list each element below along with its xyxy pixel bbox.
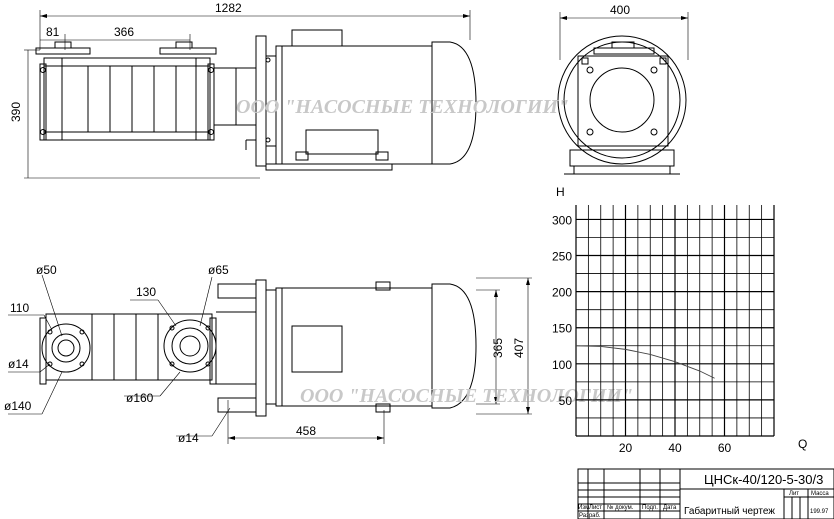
dim-flange-160: ø160	[126, 391, 154, 405]
dim-flange-offset: 81	[46, 25, 60, 39]
dim-flange-110: 110	[10, 301, 29, 315]
chart-xlabel: Q	[798, 437, 807, 451]
chart-y-ticks: 300 250 200 150 100 50	[552, 213, 572, 407]
title-razrab-label: Разраб.	[579, 513, 601, 519]
chart-x-tick-label: 40	[668, 441, 682, 455]
rev-label-izm: Изм	[578, 505, 589, 511]
chart-y-tick-label: 100	[552, 358, 572, 372]
watermark-bottom: ООО "НАСОСНЫЕ ТЕХНОЛОГИИ"	[300, 385, 633, 407]
dim-flange-140: ø140	[4, 399, 32, 413]
dim-suction-diameter: ø50	[36, 263, 57, 277]
dim-flange-spacing: 366	[114, 25, 134, 39]
dim-flange-130: 130	[136, 285, 156, 299]
title-mass-value: 199.97	[810, 509, 829, 515]
rev-label-list: Лист	[589, 505, 602, 511]
chart-x-ticks: 20 40 60	[619, 441, 732, 455]
chart-series-line	[575, 345, 715, 379]
dim-foot-hole-14: ø14	[178, 431, 199, 445]
title-doc-name: Габаритный чертеж	[684, 505, 775, 517]
side-view: 1282 81 366 390	[9, 1, 477, 179]
dim-overall-length: 1282	[215, 1, 242, 15]
dim-height-side: 390	[9, 102, 23, 122]
dim-hole-14-left: ø14	[8, 357, 29, 371]
title-designation: ЦНСк-40/120-5-30/3	[704, 472, 823, 487]
chart-x-tick-label: 20	[619, 441, 633, 455]
chart-x-tick-label: 60	[718, 441, 732, 455]
chart-series	[575, 345, 715, 379]
watermark-top: ООО "НАСОСНЫЕ ТЕХНОЛОГИИ"	[236, 96, 569, 118]
rev-label-sign: Подп.	[642, 505, 658, 511]
dim-foot-height: 365	[491, 338, 505, 358]
dim-total-height: 407	[512, 338, 526, 358]
chart-y-tick-label: 50	[559, 394, 573, 408]
performance-chart: H Q 300 250 200 150 100 50 20 40 60	[552, 185, 807, 455]
dim-base-length: 458	[296, 424, 316, 438]
title-block: ЦНСк-40/120-5-30/3 Габаритный чертеж Лит…	[577, 468, 834, 519]
chart-y-tick-label: 150	[552, 322, 572, 336]
chart-y-tick-label: 250	[552, 250, 572, 264]
chart-y-tick-label: 200	[552, 286, 572, 300]
title-mass-label: Масса	[811, 491, 829, 497]
rev-label-date: Дата	[663, 505, 677, 511]
chart-ylabel: H	[556, 185, 565, 199]
chart-grid	[575, 205, 775, 437]
dim-width-front: 400	[610, 3, 630, 17]
chart-y-tick-label: 300	[552, 213, 572, 227]
title-lit-label: Лит	[789, 491, 799, 497]
rev-label-doc: № докум.	[607, 504, 634, 511]
plan-view: 458 365 407 ø50 ø65 110 130 ø14 ø140	[4, 263, 532, 445]
front-view: 400	[557, 3, 689, 175]
dim-discharge-diameter: ø65	[208, 263, 229, 277]
